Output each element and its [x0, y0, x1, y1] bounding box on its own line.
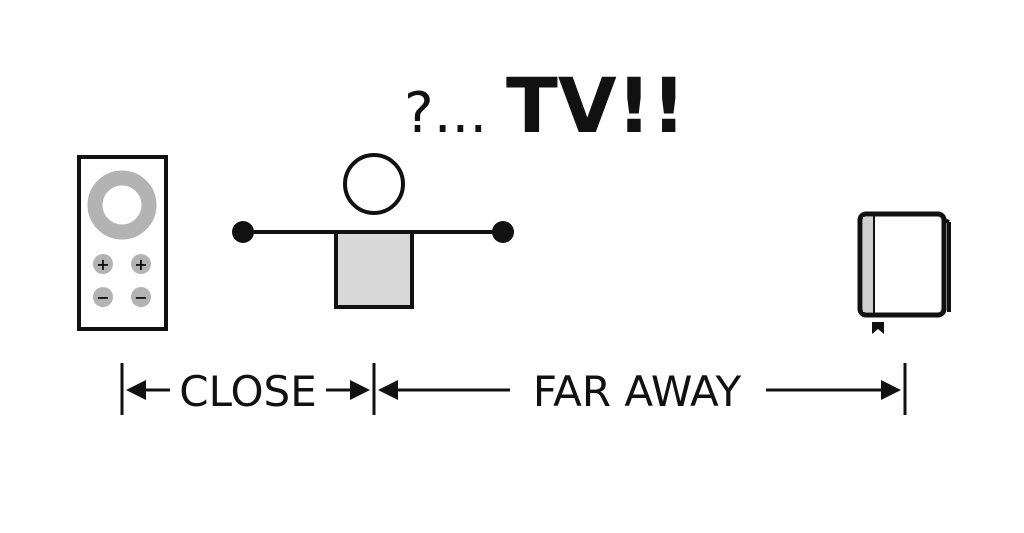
- remote-control: + + − −: [77, 155, 168, 331]
- remote-button-label: −: [134, 288, 147, 307]
- distance-measure: CLOSE FAR AWAY: [120, 363, 907, 416]
- person-figure: [232, 153, 514, 309]
- close-label: CLOSE: [179, 367, 316, 416]
- arrow-left-icon: [126, 380, 146, 400]
- person-left-hand: [232, 221, 254, 243]
- remote-button-label: −: [96, 288, 109, 307]
- person-head: [343, 153, 405, 215]
- arrow-left-icon: [378, 380, 398, 400]
- book-icon: [857, 211, 951, 334]
- remote-button-label: +: [134, 255, 147, 274]
- far-away-label: FAR AWAY: [533, 367, 742, 416]
- caption-question: ?...: [404, 81, 487, 146]
- person-body: [334, 230, 414, 309]
- caption-tv: TV!!: [506, 61, 686, 150]
- remote-dial-ring: [87, 170, 157, 240]
- remote-button-minus-left: −: [93, 287, 113, 307]
- remote-button-plus-right: +: [131, 254, 151, 274]
- remote-button-plus-left: +: [93, 254, 113, 274]
- arrow-right-icon: [881, 380, 901, 400]
- close-segment: CLOSE: [126, 367, 370, 416]
- remote-button-minus-right: −: [131, 287, 151, 307]
- person-right-hand: [492, 221, 514, 243]
- far-segment: FAR AWAY: [378, 367, 901, 416]
- arrow-right-icon: [350, 380, 370, 400]
- remote-button-label: +: [96, 255, 109, 274]
